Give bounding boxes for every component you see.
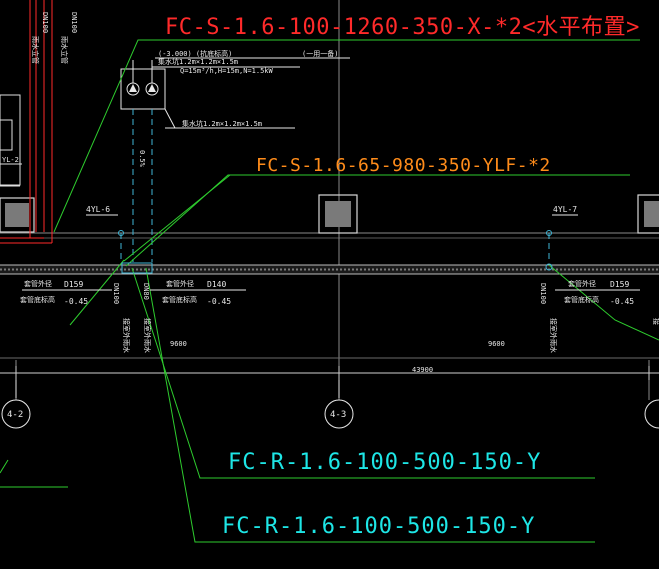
elev-label-3: 套管底标高 — [564, 295, 599, 304]
dn100-right: DN100 — [539, 283, 547, 304]
dn100-left: DN100 — [112, 283, 120, 304]
elev-val-2: -0.45 — [207, 297, 231, 306]
axis-label-2: 4-3 — [330, 410, 346, 420]
pump-top-annotation-2: (-3.000) (抗底标高) — [158, 49, 232, 58]
top-v-text-1: DN100 — [41, 12, 49, 33]
leader-top-red — [53, 39, 640, 233]
dim-9600-a: 9600 — [170, 340, 187, 348]
top-v-text-4: 雨水立管 — [60, 36, 69, 64]
top-left-vertical-texts: DN100 雨水立管 DN100 雨水立管 — [31, 12, 78, 64]
label-cyan-2: FC-R-1.6-100-500-150-Y — [222, 514, 535, 539]
dim-9600-b: 9600 — [488, 340, 505, 348]
left-cabinet — [0, 94, 21, 187]
elev-label-2: 套管底标高 — [162, 295, 197, 304]
wall-band — [0, 264, 659, 275]
top-v-text-3: DN100 — [70, 12, 78, 33]
slope-label: 0.5% — [138, 150, 146, 168]
ylf-7-label: 4YL-7 — [553, 205, 577, 214]
vertical-label-edge: 接 — [652, 318, 659, 325]
top-v-text-2: 雨水立管 — [31, 36, 40, 64]
elev-val-3: -0.45 — [610, 297, 634, 306]
pump-tag: (一用一备) — [302, 49, 338, 58]
columns — [0, 194, 659, 234]
sump-annotation: 集水坑1.2m×1.2m×1.5m — [182, 119, 262, 128]
od-val-1: D159 — [64, 280, 83, 289]
sleeve-annotations: 套管外径 D159 套管底标高 -0.45 套管外径 D140 套管底标高 -0… — [20, 279, 640, 306]
axis-label-1: 4-2 — [7, 410, 23, 420]
od-val-2: D140 — [207, 280, 226, 289]
grid-lines — [0, 0, 659, 400]
elev-label-1: 套管底标高 — [20, 295, 55, 304]
label-orange-mid: FC-S-1.6-65-980-350-YLF-*2 — [256, 155, 551, 176]
od-label-3: 套管外径 — [568, 279, 596, 288]
dn80-label: DN80 — [142, 283, 150, 300]
dim-total: 43900 — [412, 366, 433, 374]
pump-station — [120, 60, 166, 110]
leader-mid-orange — [125, 174, 630, 267]
label-cyan-1: FC-R-1.6-100-500-150-Y — [228, 450, 541, 475]
dimension-line — [0, 366, 659, 380]
dashed-pipes — [120, 109, 550, 262]
leader-cyan-1 — [131, 267, 595, 479]
vertical-label-2: 接室外雨水 — [143, 318, 152, 353]
od-label-2: 套管外径 — [166, 279, 194, 288]
pump-top-annotation: 集水坑1.2m×1.2m×1.5m — [158, 57, 238, 66]
leader-cyan-2 — [145, 267, 595, 543]
axis-bubbles: 4-2 4-3 — [1, 380, 659, 429]
leader-lines — [0, 39, 659, 543]
left-red-pipes — [0, 0, 53, 244]
junction-markers — [118, 230, 553, 274]
pump-annotation-lines — [152, 57, 350, 129]
ylf-labels: 4YL-6 4YL-7 — [86, 205, 578, 216]
ylf-6-label: 4YL-6 — [86, 205, 110, 214]
pump-spec: Q=15m³/h,H=15m,N=1.5kW — [180, 67, 274, 75]
vertical-label-3: 接室外雨水 — [549, 318, 558, 353]
vertical-label-1: 接室外雨水 — [122, 318, 131, 353]
left-cut-label: YL-2 — [2, 156, 19, 164]
od-val-3: D159 — [610, 280, 629, 289]
od-label-1: 套管外径 — [24, 279, 52, 288]
label-red-top: FC-S-1.6-100-1260-350-X-*2<水平布置> — [165, 15, 640, 40]
elev-val-1: -0.45 — [64, 297, 88, 306]
